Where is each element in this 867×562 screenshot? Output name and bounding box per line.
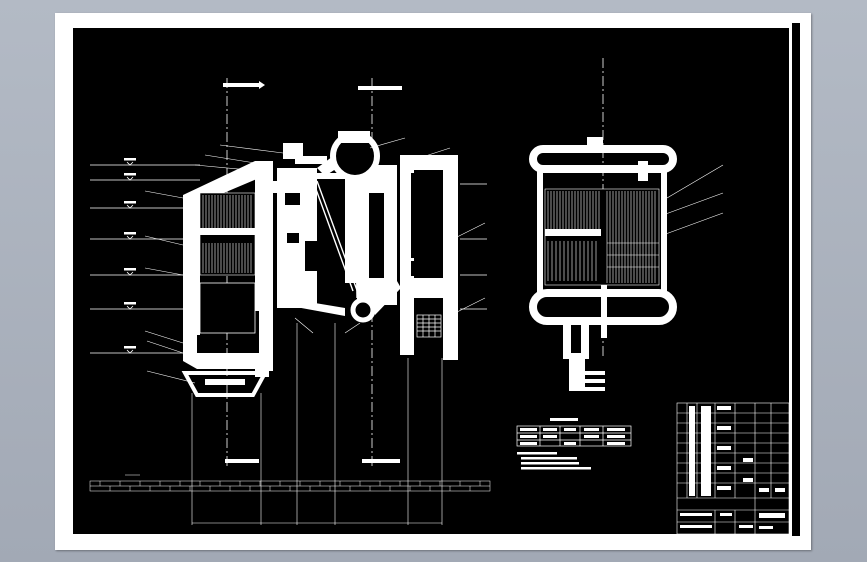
foundation-brick-hatch (89, 474, 491, 492)
side-ash-hopper (563, 318, 605, 391)
side-upper-header (529, 137, 677, 181)
bottom-dimension-chain (191, 323, 443, 525)
section-mark-top-right (358, 86, 402, 90)
front-elevation-view (89, 78, 491, 525)
boiler-assembly-drawing (73, 23, 800, 536)
mud-drum (285, 281, 401, 323)
section-mark-bottom-right (362, 459, 400, 463)
economizer-grid (416, 314, 442, 338)
side-tube-bank (544, 188, 660, 286)
front-tube-bank (199, 192, 256, 276)
leader-lines (144, 137, 486, 384)
steam-drum (283, 131, 380, 181)
section-mark-top-left (223, 81, 265, 89)
section-mark-bottom-left (225, 459, 259, 463)
side-elevation-view (529, 58, 724, 391)
elevation-markers (124, 158, 136, 354)
technical-notes (517, 452, 591, 470)
frame-right-border (792, 23, 800, 536)
technical-data-table (516, 418, 632, 447)
side-leader-lines (662, 164, 724, 236)
title-block (676, 402, 790, 535)
boiler-casing (183, 151, 458, 371)
furnace-chamber (199, 282, 256, 334)
ash-hopper (181, 365, 269, 397)
